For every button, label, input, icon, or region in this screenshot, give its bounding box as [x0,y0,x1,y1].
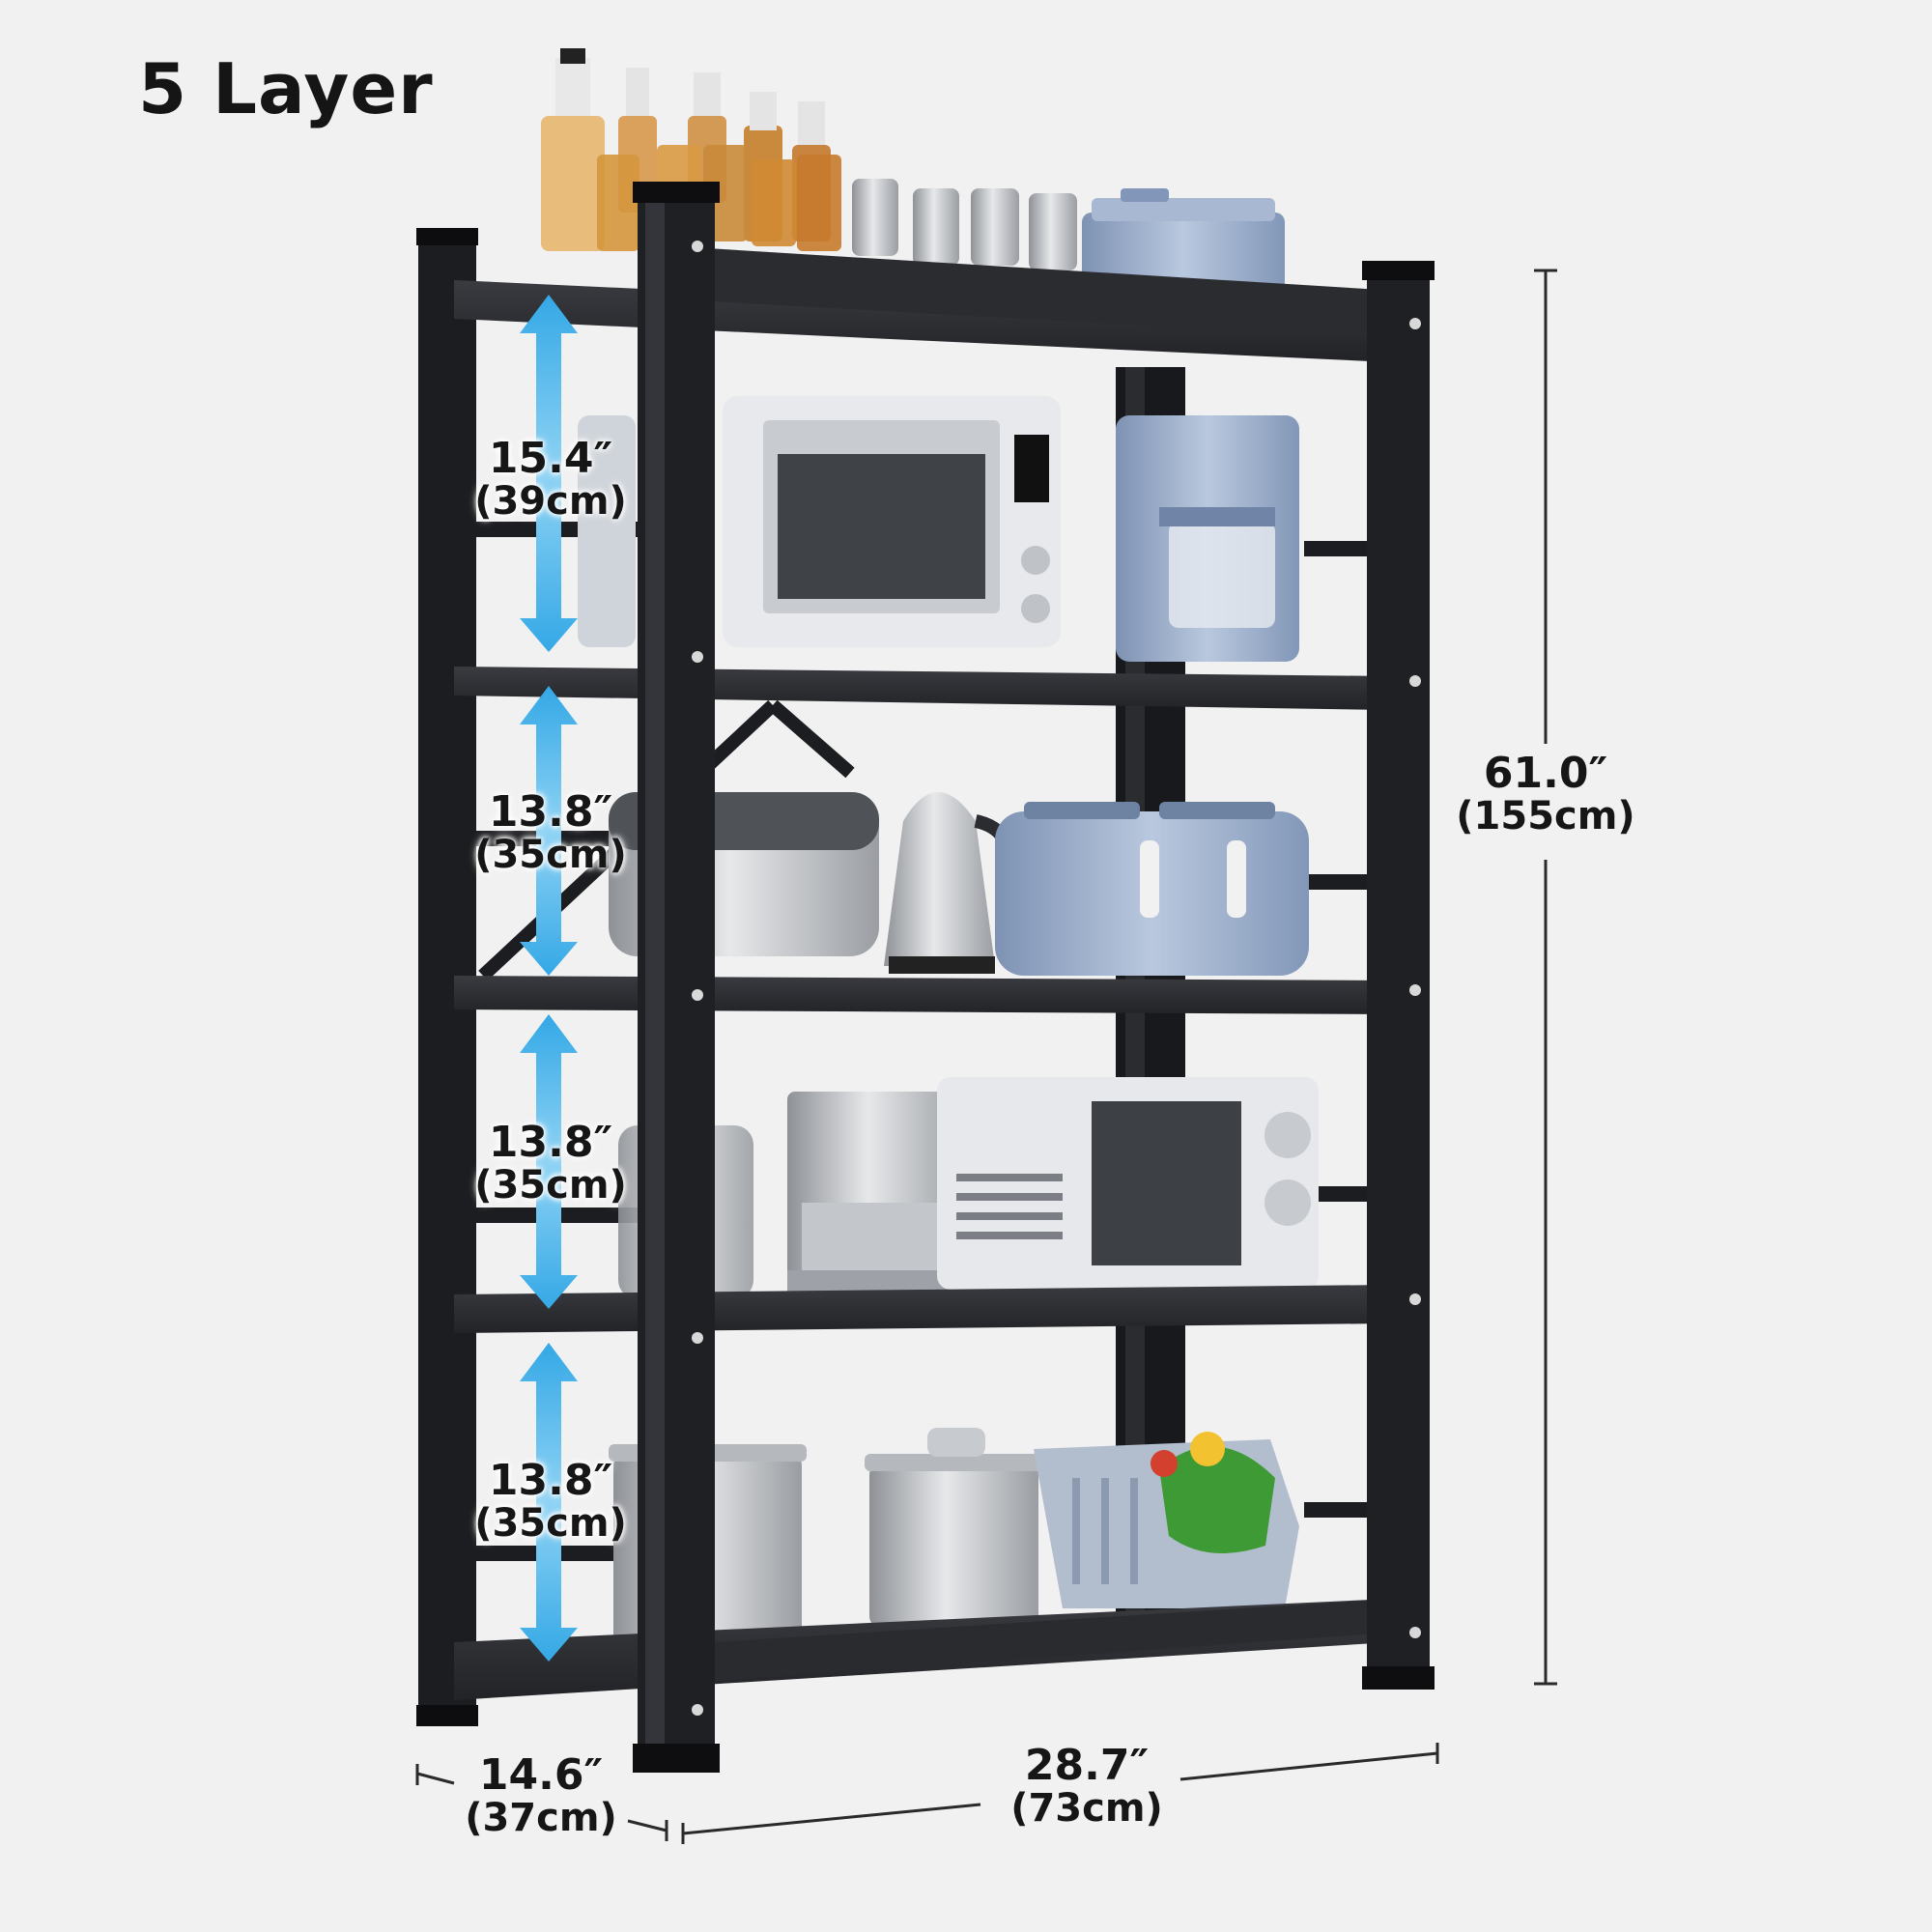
gap-3-inch: 13.8″ [488,1118,613,1167]
depth-dimension-line [415,1764,668,1841]
depth-cm: (37cm) [465,1796,617,1841]
gap-label-3: 13.8″ (35cm) [454,1118,647,1208]
gap-4-cm: (35cm) [474,1501,627,1547]
stock-pot-right [865,1428,1043,1628]
gap-2-cm: (35cm) [474,833,627,878]
gap-1-cm: (39cm) [474,479,627,525]
rear-canister [578,415,636,647]
gap-3-cm: (35cm) [474,1163,627,1208]
microwave [937,1077,1319,1290]
toaster [995,802,1309,976]
gap-4-inch: 13.8″ [488,1456,613,1505]
height-cm: (155cm) [1456,794,1635,839]
electric-kettle [884,792,1017,974]
front-posts [633,182,1435,1773]
depth-label: 14.6″ (37cm) [440,1750,642,1841]
top-shelf-items [541,48,1285,299]
shelf-2-items [578,396,1299,662]
width-dimension-line [681,1743,1439,1844]
right-side-bars [1304,541,1372,1518]
gap-1-inch: 15.4″ [488,434,613,483]
depth-inch: 14.6″ [478,1750,604,1800]
spice-jars [597,145,841,251]
gap-arrow-2 [520,686,578,976]
width-inch: 28.7″ [1024,1741,1150,1790]
gap-label-4: 13.8″ (35cm) [454,1456,647,1547]
height-dimension-line [1534,269,1557,1686]
gap-label-1: 15.4″ (39cm) [454,434,647,525]
coffee-maker [1116,415,1299,662]
shelf-2 [454,667,1391,710]
product-title: 5 Layer [138,48,434,129]
espresso-machine [787,1092,976,1299]
vegetable-basket [1034,1432,1299,1608]
gap-arrow-4 [520,1343,578,1662]
gap-arrow-3 [520,1014,578,1309]
gap-arrow-1 [520,295,578,652]
toaster-oven [723,396,1061,647]
shelf-4 [454,1285,1391,1333]
height-inch: 61.0″ [1483,749,1608,798]
gap-2-inch: 13.8″ [488,787,613,837]
shelf-3 [454,976,1391,1014]
storage-box [1082,188,1285,299]
seasoning-shakers [852,179,1077,270]
gap-arrows [520,295,578,1662]
width-label: 28.7″ (73cm) [985,1741,1188,1832]
gap-label-2: 13.8″ (35cm) [454,787,647,878]
shelf-4-items [618,1077,1319,1299]
width-cm: (73cm) [1010,1786,1163,1832]
height-label: 61.0″ (155cm) [1449,749,1642,839]
